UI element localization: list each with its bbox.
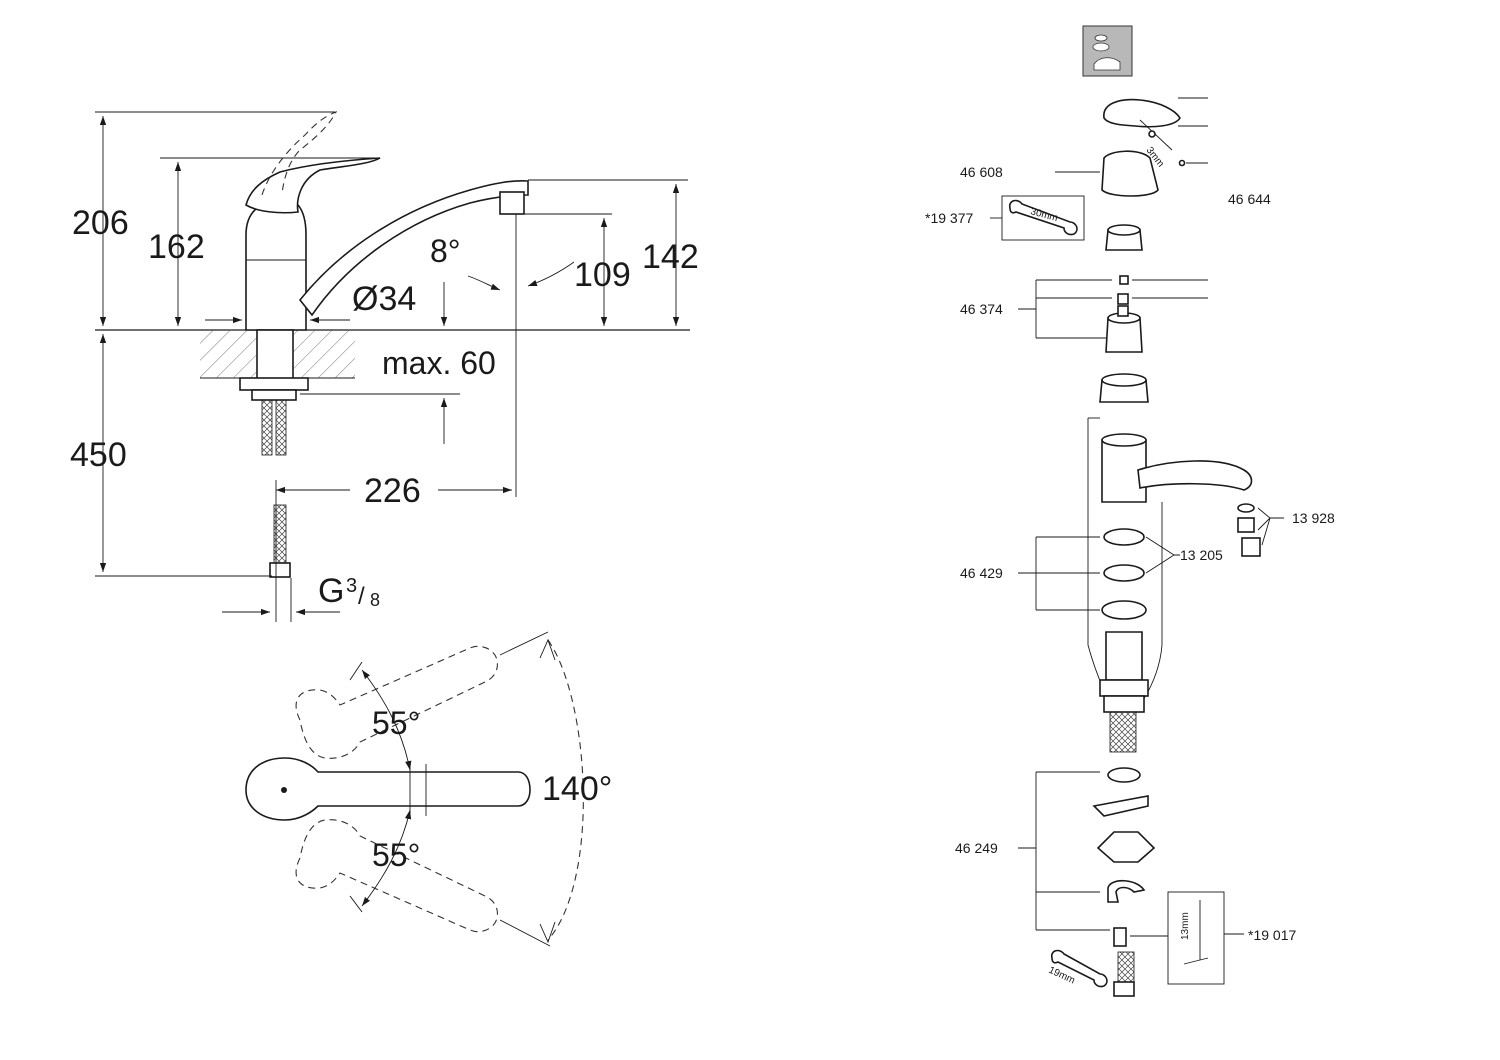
cap-part <box>1101 150 1159 197</box>
dim-lever-angle-upper: 55° <box>372 705 420 741</box>
part-13205: 13 205 <box>1180 547 1223 563</box>
fixing-plate-part <box>1096 831 1156 863</box>
dim-lever-angle-lower: 55° <box>372 837 420 873</box>
exploded-parts-view: 3mm 46 608 46 644 30mm *19 377 46 374 <box>925 25 1335 997</box>
part-19377: *19 377 <box>925 210 973 226</box>
dim-base-diameter: Ø34 <box>352 280 416 318</box>
faucet-spare-parts-icon <box>1082 25 1133 77</box>
svg-text:3: 3 <box>346 575 357 597</box>
lever-top-view <box>245 757 531 821</box>
handle-part <box>1103 98 1181 128</box>
mounting-stud <box>256 329 294 386</box>
dim-connection-thread: G 3 / 8 <box>318 572 380 610</box>
dim-spout-height: 142 <box>642 238 699 276</box>
dim-lever-swing: 140° <box>542 770 612 808</box>
dim-below-deck: 450 <box>70 436 127 474</box>
part-19017: *19 017 <box>1248 927 1296 943</box>
o-ring-upper <box>1103 528 1145 546</box>
svg-text:8: 8 <box>370 590 380 610</box>
dim-lever-height: 162 <box>148 228 205 266</box>
faucet-body <box>245 204 307 331</box>
tool-box <box>1167 891 1225 985</box>
part-46249: 46 249 <box>955 840 998 856</box>
gasket-part <box>1092 795 1149 817</box>
lever-raised-outline <box>261 111 338 196</box>
dim-total-height: 206 <box>72 204 129 242</box>
o-ring-base <box>1107 767 1141 783</box>
side-elevation-view: 206 162 142 109 8° Ø34 max. 60 450 <box>70 111 699 622</box>
dim-reach: 226 <box>364 472 421 510</box>
part-46644: 46 644 <box>1228 191 1271 207</box>
svg-text:G: G <box>318 572 344 610</box>
dim-swing-arc <box>547 639 584 941</box>
faucet-lever <box>245 157 381 214</box>
lever-upper-position <box>295 645 498 759</box>
supply-hose-left <box>261 399 273 456</box>
dim-angle-arc <box>467 275 501 291</box>
supply-hose-right <box>275 399 287 456</box>
base-assembly-part <box>1105 631 1143 681</box>
part-46374: 46 374 <box>960 301 1003 317</box>
svg-text:13mm: 13mm <box>1180 912 1191 940</box>
clip-part <box>1107 879 1146 903</box>
o-ring-middle <box>1103 564 1145 582</box>
dim-spout-angle: 8° <box>430 233 461 269</box>
dim-max-deck: max. 60 <box>382 345 496 381</box>
dim-outlet-height: 109 <box>574 256 631 294</box>
o-ring-lower <box>1101 600 1147 620</box>
part-46429: 46 429 <box>960 565 1003 581</box>
svg-text:/: / <box>358 583 365 610</box>
spout-part <box>1137 460 1253 491</box>
part-13928: 13 928 <box>1292 510 1335 526</box>
top-view-lever-swing: 140° 55° 55° <box>245 631 612 947</box>
part-46608: 46 608 <box>960 164 1003 180</box>
spout-aerator <box>499 191 525 215</box>
